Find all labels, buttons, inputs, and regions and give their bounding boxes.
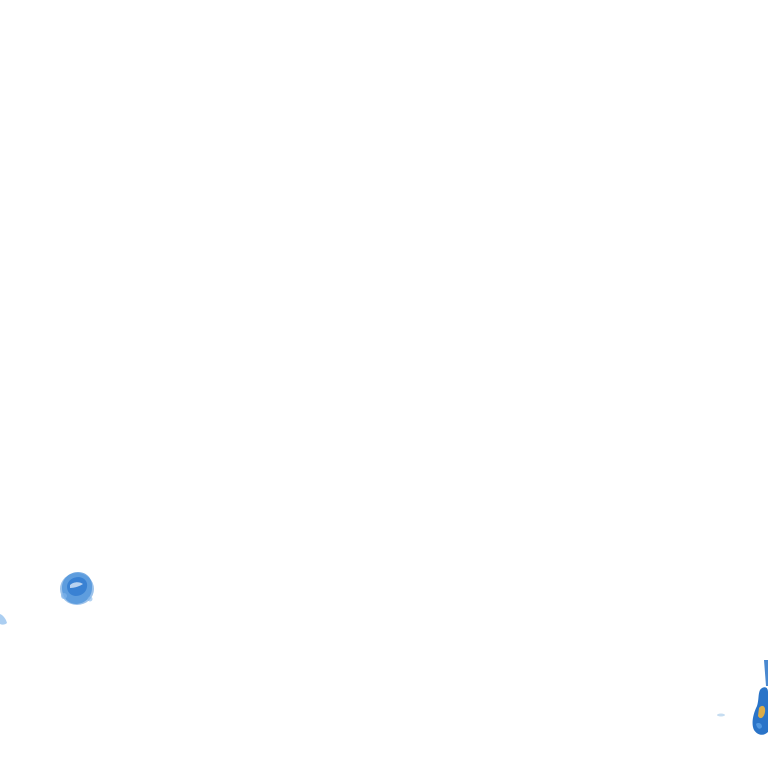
paint-blot xyxy=(60,572,94,605)
paint-fleck xyxy=(0,614,7,625)
paint-speck xyxy=(717,713,725,717)
paint-smear xyxy=(752,660,768,735)
